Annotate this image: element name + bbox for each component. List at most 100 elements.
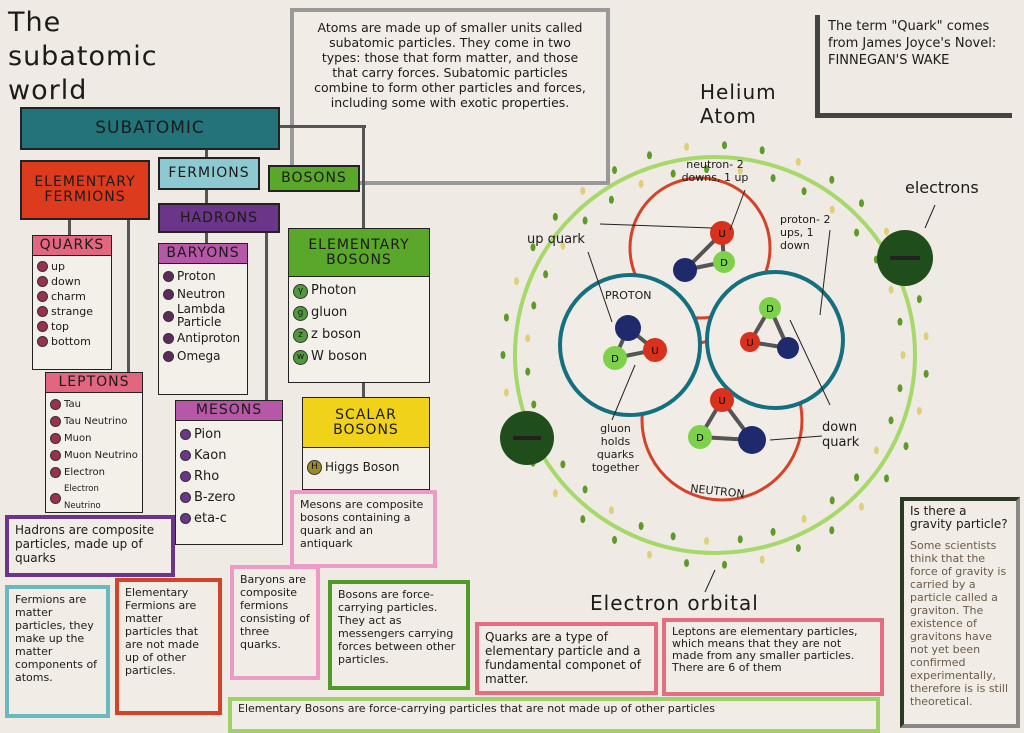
helium-atom-title: Helium Atom: [700, 80, 777, 128]
orbital-dot: [704, 536, 710, 545]
orbital-dot: [525, 367, 531, 376]
particle-icon: [37, 276, 48, 287]
particle-icon: [50, 467, 61, 478]
orbital-dot: [884, 227, 890, 236]
graviton-text: Some scientists think that the force of …: [910, 539, 1009, 708]
quark-label: U: [718, 229, 725, 240]
up-quark-label: up quark: [527, 232, 585, 247]
orbital-dot: [612, 535, 618, 544]
particle-icon: [50, 416, 61, 427]
list-item: eta-c: [180, 508, 278, 529]
orbital-dot: [608, 506, 614, 515]
gluon-label: gluon holds quarks together: [591, 422, 640, 474]
item-label: top: [51, 320, 70, 333]
orbital-dot: [923, 332, 929, 341]
list-item: down: [37, 274, 107, 289]
list-item: Kaon: [180, 445, 278, 466]
orbital-dot: [646, 151, 652, 160]
down-quark: [603, 346, 627, 370]
orbital-dot: [670, 169, 676, 178]
item-label: Rho: [194, 469, 220, 484]
orbital-dot: [530, 243, 536, 252]
item-label: bottom: [51, 335, 91, 348]
baryons-note: Baryons are composite fermions consistin…: [230, 565, 320, 680]
proton-label: PROTON: [605, 289, 652, 302]
orbital-dot: [829, 496, 835, 505]
orbital-dot: [684, 142, 690, 151]
orbital-dot: [923, 369, 929, 378]
particle-icon: [50, 433, 61, 444]
quarks-note: Quarks are a type of elementary particle…: [475, 622, 658, 695]
list-item: charm: [37, 289, 107, 304]
hadrons-note: Hadrons are composite particles, made up…: [5, 515, 175, 577]
orbital-dot: [582, 216, 588, 225]
orbital-dot: [801, 514, 807, 523]
particle-icon: [50, 399, 61, 410]
item-label: Higgs Boson: [325, 460, 400, 474]
orbital-dot: [737, 535, 743, 544]
quark-label: U: [718, 396, 725, 407]
orbital-dot: [582, 485, 588, 494]
particle-icon: g: [293, 305, 308, 321]
baryons-list: BARYONS Proton Neutron Lambda Particle A…: [158, 243, 248, 395]
item-label: Electron Neutrino: [64, 484, 101, 511]
leptons-note: Leptons are elementary particles, which …: [662, 618, 884, 696]
bosons-header: BOSONS: [268, 165, 360, 192]
orbital-dot: [500, 351, 506, 359]
list-item: top: [37, 319, 107, 334]
list-item: up: [37, 259, 107, 274]
quark-label: D: [766, 304, 774, 315]
item-label: Muon: [64, 433, 92, 444]
intro-note: Atoms are made up of smaller units calle…: [290, 8, 610, 185]
orbital-dot: [646, 550, 652, 559]
particle-icon: [163, 270, 174, 282]
connector-line: [127, 218, 130, 373]
list-item: strange: [37, 304, 107, 319]
orbital-dot: [638, 522, 644, 531]
quark-name-note: The term "Quark" comes from James Joyce'…: [815, 15, 1012, 118]
up-quark: [710, 388, 734, 412]
item-label: z boson: [311, 327, 362, 342]
list-item: Pion: [180, 424, 278, 445]
particle-icon: γ: [293, 283, 308, 299]
orbital-dot: [916, 406, 922, 415]
leptons-title: LEPTONS: [46, 373, 142, 393]
orbital-dot: [770, 174, 776, 183]
orbital-dot: [888, 416, 894, 425]
connector-line: [205, 190, 208, 204]
mesons-list: MESONS Pion Kaon Rho B-zero eta-c: [175, 400, 283, 545]
orbital-dot: [612, 166, 618, 175]
mesons-note: Mesons are composite bosons containing a…: [290, 490, 437, 568]
subatomic-header: SUBATOMIC: [20, 107, 280, 150]
item-label: Pion: [194, 427, 222, 442]
orbital-dot: [859, 199, 865, 208]
item-label: up: [51, 260, 65, 273]
leptons-list: LEPTONS Tau Tau Neutrino Muon Muon Neutr…: [45, 372, 143, 513]
down-quark-blue: [738, 426, 766, 454]
orbital-dot: [560, 241, 566, 250]
orbital-dot: [854, 228, 860, 237]
orbital-dot: [795, 157, 801, 166]
connector-line: [276, 125, 366, 128]
electron-orbital-label: Electron orbital: [590, 591, 759, 615]
item-label: Electron: [64, 467, 106, 478]
particle-icon: [163, 310, 174, 322]
item-label: down: [51, 275, 81, 288]
orbital-dot: [873, 446, 879, 455]
particle-icon: [180, 450, 191, 461]
orbital-dot: [704, 165, 710, 174]
list-item: Rho: [180, 466, 278, 487]
baryons-title: BARYONS: [159, 244, 247, 264]
up-quark: [740, 332, 760, 352]
elementary-bosons-note: Elementary Bosons are force-carrying par…: [228, 697, 880, 733]
particle-icon: [50, 492, 61, 504]
list-item: Electron: [50, 464, 138, 481]
item-label: Muon Neutrino: [64, 450, 138, 461]
orbital-dot: [759, 555, 765, 564]
item-label: Proton: [177, 269, 216, 283]
elementary-fermions-note: Elementary Fermions are matter particles…: [115, 578, 222, 715]
hadrons-header: HADRONS: [158, 203, 280, 233]
quark-label: D: [720, 258, 728, 269]
orbital-dot: [897, 384, 903, 393]
